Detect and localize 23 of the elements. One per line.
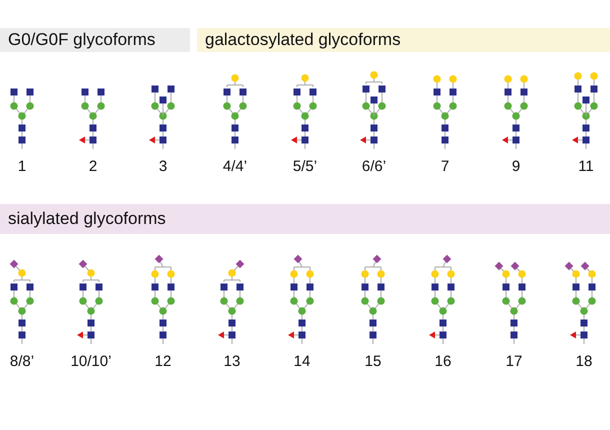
heading: galactosylated glycoforms [205, 30, 401, 50]
glycoform-number: 11 [577, 158, 595, 175]
glycoform-number: 3 [158, 158, 168, 175]
heading: G0/G0F glycoforms [8, 30, 156, 50]
heading-band [197, 28, 610, 52]
glycoform-number: 10/10’ [70, 353, 112, 370]
glycoform-number: 9 [510, 158, 522, 175]
glycoform-number: 12 [154, 353, 172, 370]
glycoform-number: 2 [88, 158, 98, 175]
glycoform-number: 6/6’ [360, 158, 388, 175]
heading: sialylated glycoforms [8, 209, 166, 229]
glycoform-number: 14 [292, 353, 312, 370]
glycoform-number: 7 [440, 158, 450, 175]
glycoform-number: 8/8’ [8, 353, 36, 370]
glycoform-number: 16 [434, 353, 452, 370]
glycoform-number: 1 [16, 158, 28, 175]
glycoform-number: 4/4’ [222, 158, 248, 175]
glycoform-number: 5/5’ [292, 158, 318, 175]
glycoform-number: 18 [574, 353, 594, 370]
glycoform-number: 17 [504, 353, 524, 370]
heading-band [0, 204, 610, 234]
glycoform-number: 13 [222, 353, 242, 370]
glycoform-number: 15 [364, 353, 382, 370]
